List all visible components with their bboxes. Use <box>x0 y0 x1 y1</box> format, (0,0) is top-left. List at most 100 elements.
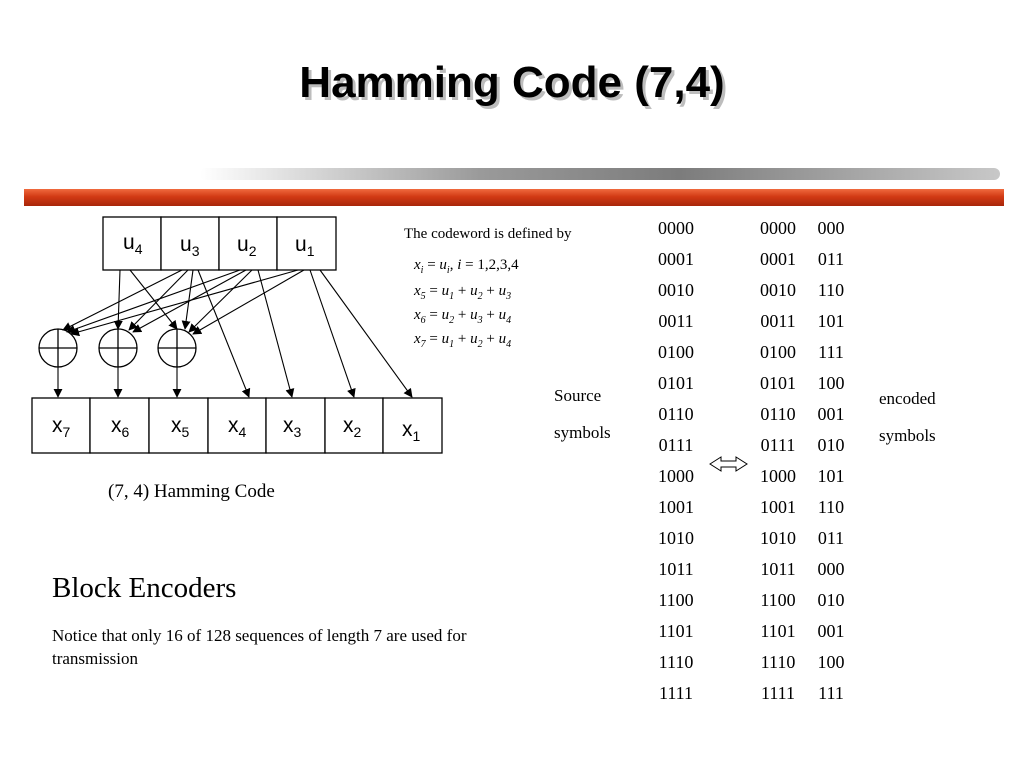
codebook-row: 0100 0100 111 <box>650 337 860 368</box>
codeword-data-bits: 1101 <box>760 621 796 641</box>
equation-x5: x5 = u1 + u2 + u3 <box>414 283 512 302</box>
codebook-row: 0011 0011 101 <box>650 306 860 337</box>
input-cell-u3 <box>160 216 220 271</box>
codeword-data-bits: 1010 <box>760 528 796 548</box>
codeword-data-bits: 1111 <box>761 683 795 703</box>
spacer <box>702 430 754 461</box>
xor-gate <box>98 328 138 368</box>
source-symbol: 0011 <box>658 311 694 331</box>
connection-lines <box>53 269 413 398</box>
codebook-row: 0101 0101 100 <box>650 368 860 399</box>
source-symbol: 1101 <box>658 621 694 641</box>
section-heading: Block Encoders <box>52 572 237 604</box>
xor-gate <box>157 328 197 368</box>
source-symbols-label: Source symbols <box>554 386 611 442</box>
spacer <box>702 616 754 647</box>
codeword-parity-bits: 011 <box>817 249 845 269</box>
source-symbol: 0000 <box>658 218 694 238</box>
title-divider-shadow <box>200 168 1000 180</box>
input-cell-u1 <box>276 216 337 271</box>
spacer <box>702 585 754 616</box>
source-symbol: 0101 <box>658 373 694 393</box>
output-cell-x6 <box>89 397 150 454</box>
spacer <box>702 492 754 523</box>
spacer <box>702 244 754 275</box>
source-symbol: 0111 <box>658 435 694 455</box>
codeword-parity-bits: 011 <box>817 528 845 548</box>
source-symbol: 1000 <box>658 466 694 486</box>
codeword-data-bits: 1011 <box>760 559 796 579</box>
output-cell-x4 <box>207 397 267 454</box>
source-symbol: 1110 <box>658 652 694 672</box>
output-label-x5: x5 <box>171 414 190 440</box>
codeword-data-bits: 0011 <box>760 311 796 331</box>
output-label-x1: x1 <box>402 418 421 444</box>
source-symbol: 0010 <box>658 280 694 300</box>
codeword-data-bits: 0100 <box>760 342 796 362</box>
codeword-parity-bits: 010 <box>817 435 845 455</box>
codeword-data-bits: 1110 <box>760 652 796 672</box>
codeword-parity-bits: 000 <box>817 559 845 579</box>
output-register: x7 x6 x5 x4 x3 x2 x1 <box>31 397 443 454</box>
spacer <box>702 306 754 337</box>
slide-title: Hamming Code (7,4) <box>299 58 725 107</box>
codeword-data-bits: 1001 <box>760 497 796 517</box>
output-cell-x5 <box>148 397 209 454</box>
codebook-row: 1001 1001 110 <box>650 492 860 523</box>
title-divider-bar <box>24 189 1004 206</box>
spacer <box>702 337 754 368</box>
spacer <box>702 399 754 430</box>
output-label-x2: x2 <box>343 414 362 440</box>
codeword-data-bits: 0000 <box>760 218 796 238</box>
input-cell-u2 <box>218 216 278 271</box>
spacer <box>702 523 754 554</box>
codeword-parity-bits: 111 <box>818 342 844 362</box>
source-symbol: 1001 <box>658 497 694 517</box>
codeword-parity-bits: 110 <box>817 497 845 517</box>
codeword-parity-bits: 010 <box>817 590 845 610</box>
codeword-parity-bits: 001 <box>817 621 845 641</box>
spacer <box>702 368 754 399</box>
diagram-caption: (7, 4) Hamming Code <box>108 481 275 502</box>
mapping-double-arrow <box>709 456 748 472</box>
equation-x7: x7 = u1 + u2 + u4 <box>414 331 512 350</box>
equation-systematic: xi = ui, i = 1,2,3,4 <box>414 257 519 276</box>
source-symbol: 0110 <box>658 404 694 424</box>
codeword-parity-bits: 101 <box>817 311 845 331</box>
output-label-x4: x4 <box>228 414 247 440</box>
codeword-parity-bits: 001 <box>817 404 845 424</box>
source-symbol: 1011 <box>658 559 694 579</box>
input-cell-u4 <box>102 216 162 271</box>
input-label-u1: u1 <box>295 233 315 259</box>
spacer <box>702 554 754 585</box>
source-symbol: 1111 <box>659 683 693 703</box>
codebook-row: 0111 0111 010 <box>650 430 860 461</box>
codeword-data-bits: 1100 <box>760 590 796 610</box>
encoded-symbols-label: encoded symbols <box>879 389 936 445</box>
definition-title: The codeword is defined by <box>404 226 572 242</box>
codebook-row: 1101 1101 001 <box>650 616 860 647</box>
xor-gate <box>38 328 78 368</box>
spacer <box>702 678 754 709</box>
codebook-row: 1011 1011 000 <box>650 554 860 585</box>
source-symbol: 1100 <box>658 590 694 610</box>
output-label-x3: x3 <box>283 414 302 440</box>
output-label-x6: x6 <box>111 414 130 440</box>
codeword-parity-bits: 100 <box>817 373 845 393</box>
codeword-data-bits: 0101 <box>760 373 796 393</box>
codeword-data-bits: 0111 <box>760 435 796 455</box>
input-label-u3: u3 <box>180 233 200 259</box>
input-label-u4: u4 <box>123 231 143 257</box>
source-symbol: 0100 <box>658 342 694 362</box>
source-symbol: 1010 <box>658 528 694 548</box>
output-cell-x1 <box>382 397 443 454</box>
output-cell-x7 <box>31 397 91 454</box>
spacer <box>702 213 754 244</box>
equation-x6: x6 = u2 + u3 + u4 <box>414 307 512 326</box>
codeword-parity-bits: 101 <box>817 466 845 486</box>
